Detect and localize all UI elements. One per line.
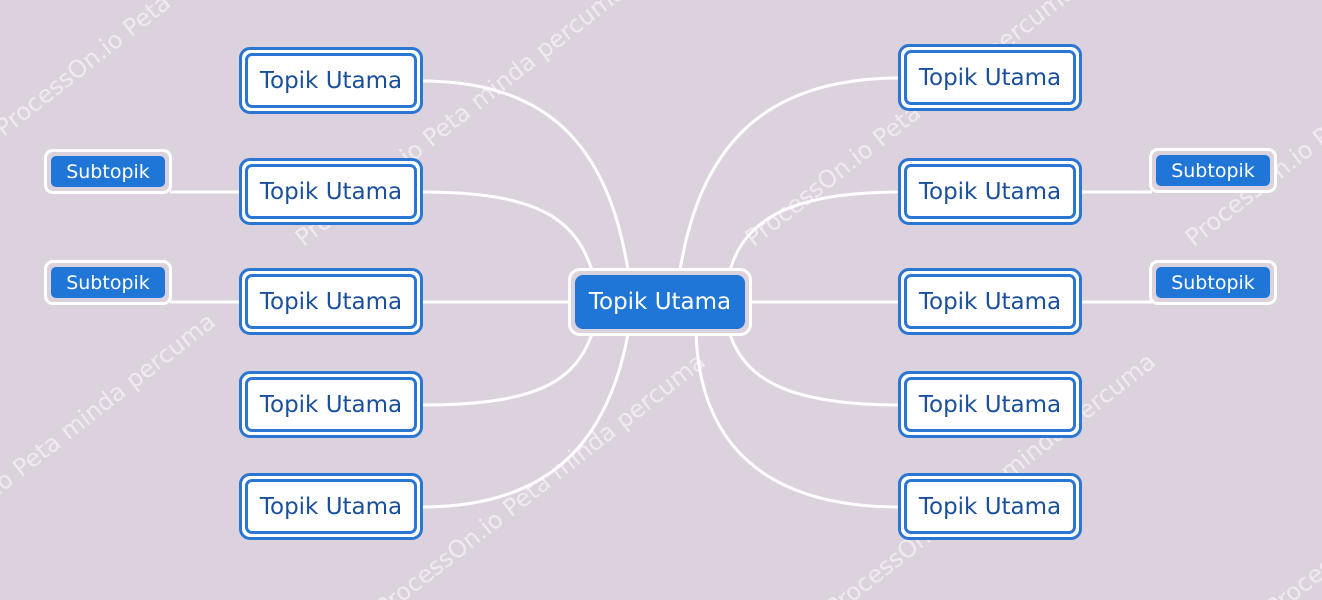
main-topic-label: Topik Utama <box>259 178 403 205</box>
main-topic-node[interactable]: Topik Utama <box>898 473 1082 540</box>
connector-line <box>421 333 630 509</box>
main-topic-node[interactable]: Topik Utama <box>898 158 1082 225</box>
connector-line <box>421 79 630 271</box>
main-topic-node[interactable]: Topik Utama <box>239 371 423 438</box>
connector-line <box>728 190 901 271</box>
central-topic-label: Topik Utama <box>575 275 745 329</box>
main-topic-label: Topik Utama <box>918 64 1062 91</box>
connector-line <box>694 333 901 509</box>
connector-line <box>678 76 901 271</box>
subtopic-label: Subtopik <box>1156 267 1270 298</box>
main-topic-label: Topik Utama <box>259 288 403 315</box>
main-topic-node[interactable]: Topik Utama <box>239 473 423 540</box>
main-topic-node[interactable]: Topik Utama <box>239 268 423 335</box>
central-topic-node[interactable]: Topik Utama <box>568 268 752 336</box>
subtopic-label: Subtopik <box>51 267 165 298</box>
connector-line <box>421 190 594 271</box>
main-topic-label: Topik Utama <box>918 288 1062 315</box>
main-topic-node[interactable]: Topik Utama <box>898 268 1082 335</box>
main-topic-node[interactable]: Topik Utama <box>898 44 1082 111</box>
main-topic-label: Topik Utama <box>918 178 1062 205</box>
subtopic-node[interactable]: Subtopik <box>1149 260 1277 305</box>
main-topic-label: Topik Utama <box>259 67 403 94</box>
connector-line <box>728 333 901 407</box>
main-topic-node[interactable]: Topik Utama <box>239 158 423 225</box>
main-topic-label: Topik Utama <box>918 493 1062 520</box>
main-topic-label: Topik Utama <box>259 391 403 418</box>
subtopic-label: Subtopik <box>1156 155 1270 186</box>
main-topic-node[interactable]: Topik Utama <box>898 371 1082 438</box>
subtopic-label: Subtopik <box>51 156 165 187</box>
main-topic-label: Topik Utama <box>259 493 403 520</box>
subtopic-node[interactable]: Subtopik <box>44 149 172 194</box>
connector-line <box>421 333 594 407</box>
main-topic-label: Topik Utama <box>918 391 1062 418</box>
subtopic-node[interactable]: Subtopik <box>1149 148 1277 193</box>
main-topic-node[interactable]: Topik Utama <box>239 47 423 114</box>
subtopic-node[interactable]: Subtopik <box>44 260 172 305</box>
